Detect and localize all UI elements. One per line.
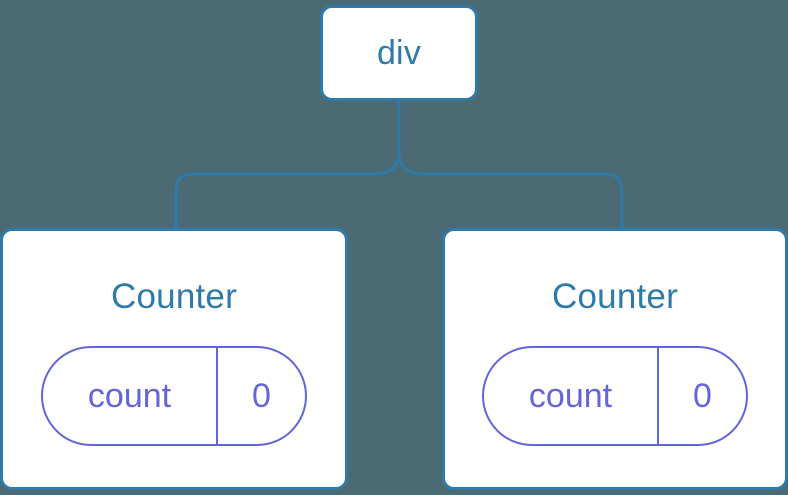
state-pill-divider-right [657,348,659,444]
node-counter-left-label: Counter [111,277,237,316]
node-counter-left[interactable]: Counter count 0 [0,228,348,490]
node-div-label: div [376,34,422,72]
edge-root-to-left-child [174,99,401,232]
state-pill-left[interactable]: count 0 [41,346,307,446]
node-counter-right-label: Counter [552,277,678,316]
state-pill-right[interactable]: count 0 [482,346,748,446]
state-key-left: count [87,377,172,415]
state-value-left: 0 [252,377,271,415]
node-div[interactable]: div [320,5,478,101]
state-pill-divider-left [216,348,218,444]
edge-root-to-right-child [397,148,624,232]
state-key-right: count [528,377,613,415]
node-counter-right[interactable]: Counter count 0 [442,228,788,490]
state-value-right: 0 [693,377,712,415]
